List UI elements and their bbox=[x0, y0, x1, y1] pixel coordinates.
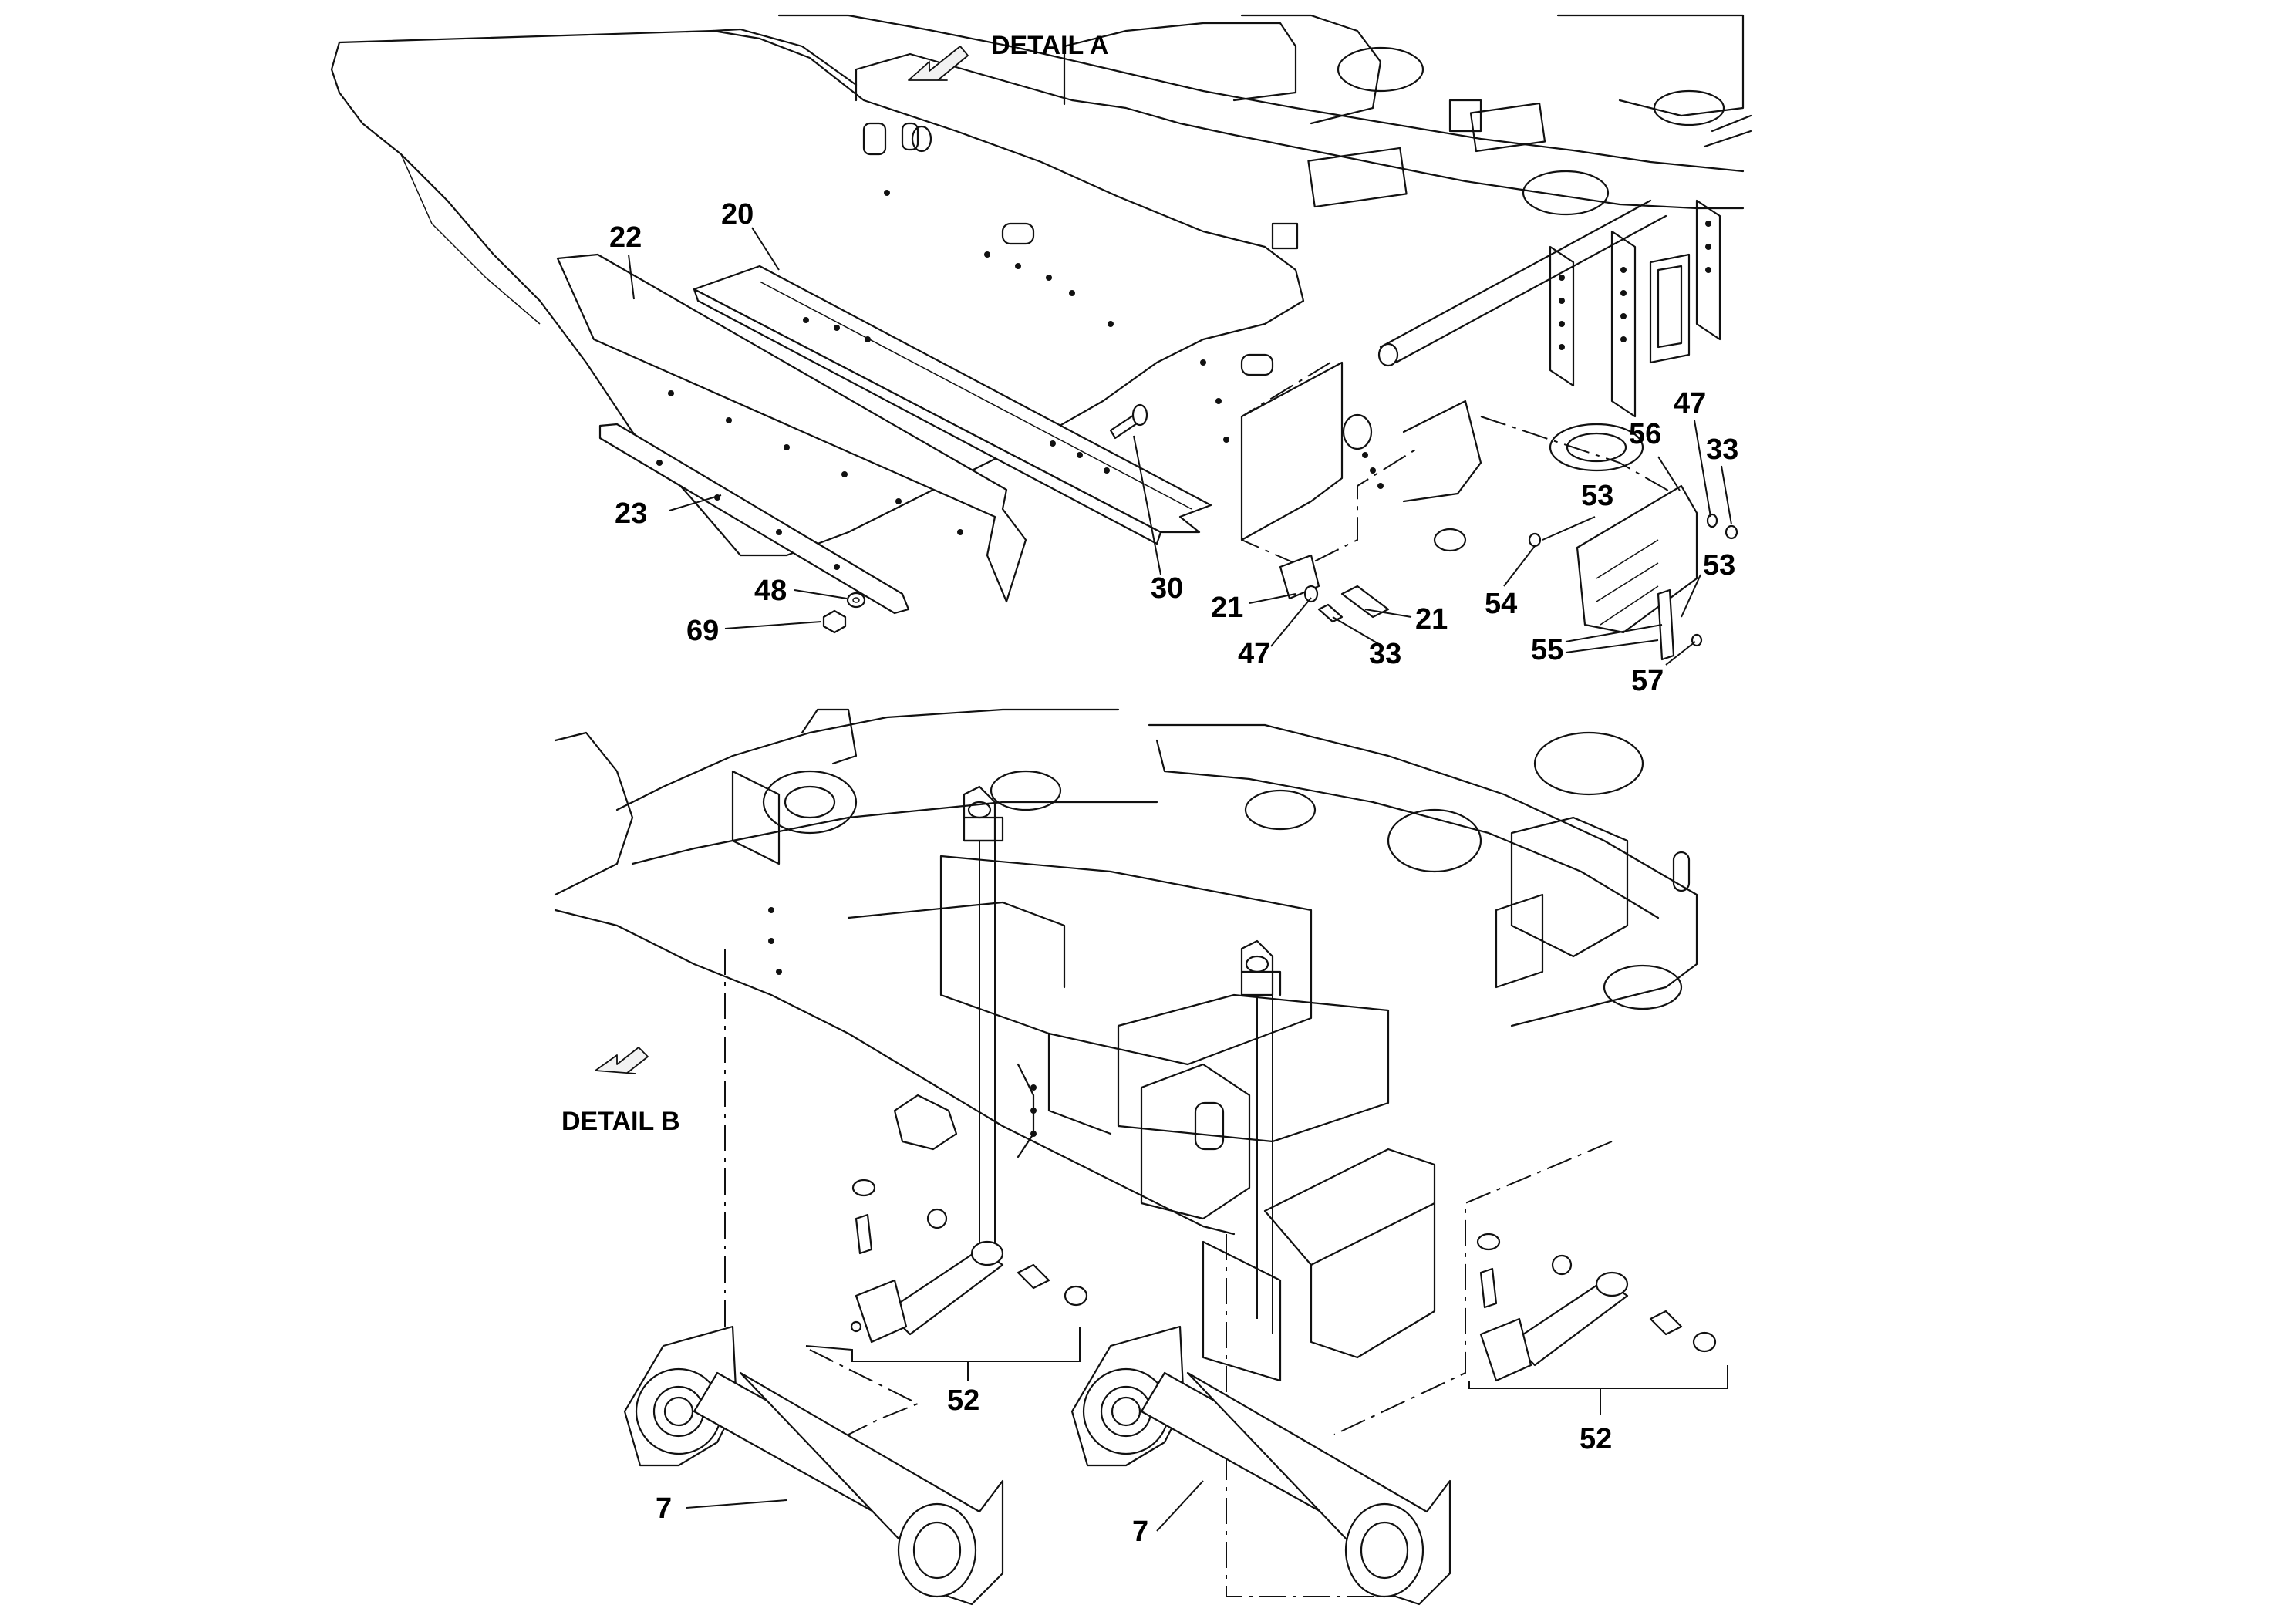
upper-frame-assembly bbox=[330, 14, 1752, 557]
axle-7-right bbox=[1070, 1325, 1451, 1606]
callout-55: 55 bbox=[1531, 634, 1563, 666]
callout-labels: 22 20 23 48 69 30 21 21 47 33 47 56 33 5… bbox=[609, 198, 1738, 1548]
callout-21-right: 21 bbox=[1415, 603, 1448, 636]
plate-20 bbox=[693, 265, 1212, 545]
strip-23 bbox=[598, 423, 910, 615]
callout-21-left: 21 bbox=[1211, 592, 1243, 624]
callout-20: 20 bbox=[721, 198, 754, 231]
cylinder-kit-52-left bbox=[850, 1179, 1088, 1344]
cover-plate-56 bbox=[1528, 484, 1738, 661]
callout-52-left: 52 bbox=[947, 1384, 979, 1417]
callout-52-right: 52 bbox=[1580, 1423, 1612, 1455]
callout-7-left: 7 bbox=[656, 1492, 672, 1525]
callout-33-lower: 33 bbox=[1369, 638, 1401, 670]
callout-48: 48 bbox=[754, 575, 787, 607]
callout-47-upper: 47 bbox=[1674, 387, 1706, 420]
axle-7-left bbox=[623, 1325, 1004, 1606]
callout-53-upper: 53 bbox=[1581, 480, 1613, 512]
bolt-30 bbox=[1109, 403, 1148, 440]
lower-frame-assembly bbox=[554, 708, 1698, 1382]
detail-a-title: DETAIL A bbox=[991, 31, 1108, 60]
leader-dashed-21 bbox=[1241, 362, 1420, 568]
bracket-21 bbox=[1279, 554, 1390, 623]
detail-b-title: DETAIL B bbox=[561, 1107, 680, 1136]
leader-lines bbox=[628, 227, 1732, 1532]
nut-69 bbox=[822, 609, 847, 634]
callout-23: 23 bbox=[615, 497, 647, 530]
bracket-52-left bbox=[805, 1327, 1081, 1362]
cylinder-kit-52-right bbox=[1476, 1233, 1717, 1382]
callout-30: 30 bbox=[1151, 572, 1183, 605]
detail-b-arrow-icon bbox=[595, 1047, 649, 1074]
callout-54: 54 bbox=[1485, 588, 1517, 620]
plate-22 bbox=[556, 253, 1027, 603]
leader-dashed-b4 bbox=[1333, 1141, 1613, 1435]
callout-7-right: 7 bbox=[1132, 1516, 1148, 1548]
callout-47-lower: 47 bbox=[1238, 638, 1270, 670]
callout-69: 69 bbox=[686, 615, 719, 647]
callout-57: 57 bbox=[1631, 665, 1664, 697]
callout-53-lower: 53 bbox=[1703, 549, 1735, 582]
callout-22: 22 bbox=[609, 221, 642, 254]
detail-a-arrow-icon bbox=[908, 46, 969, 81]
callout-33-upper: 33 bbox=[1706, 433, 1738, 466]
callout-56: 56 bbox=[1629, 418, 1661, 450]
bracket-52-right bbox=[1468, 1365, 1728, 1389]
leader-dashed-56 bbox=[1480, 416, 1674, 494]
washer-48 bbox=[846, 592, 866, 609]
